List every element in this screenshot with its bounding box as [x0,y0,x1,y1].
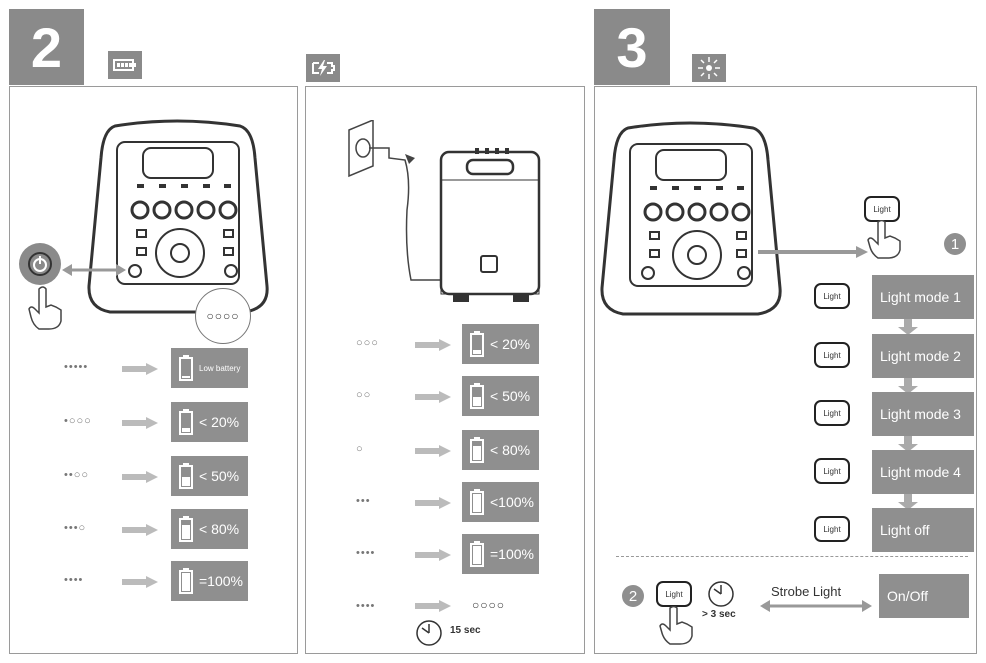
timer-icon-2 [708,581,734,607]
step-3-number: 3 [594,9,670,85]
charge-level-label: =100% [490,546,534,562]
charge-level-label: < 80% [490,442,531,458]
hand-pointer-icon-3 [659,606,693,645]
charge-row-dots: •••• [356,547,376,559]
battery-row-dots: •••○ [64,522,87,534]
charge-row-dots: ○○ [356,389,372,401]
step-1-badge: 1 [944,233,966,255]
onoff-box: On/Off [879,574,969,618]
timer-label: 15 sec [450,625,481,636]
down-arrow-icon [898,436,918,457]
step-2-number: 2 [9,9,84,85]
charge-level-label: <100% [490,494,534,510]
timer-icon [416,620,442,646]
light-button-mode[interactable]: Light [814,458,850,484]
arrow-right-icon [415,339,451,351]
battery-row-dots: •••• [64,574,84,586]
hand-pointer-icon-2 [867,220,901,259]
down-arrow-icon [898,494,918,515]
arrow-right-icon [415,497,451,509]
arrow-right-icon [415,445,451,457]
charging-illustration [348,120,541,302]
battery-level-box: < 20% [171,402,248,442]
down-arrow-icon [898,319,918,340]
charge-level-box: =100% [462,534,539,574]
arrow-right-icon [122,471,158,483]
charge-final-dots-right: ○○○○ [472,598,505,612]
charge-level-box: < 20% [462,324,539,364]
pointer-arrow-icon [758,246,868,258]
battery-level-box: =100% [171,561,248,601]
battery-level-box: < 80% [171,509,248,549]
battery-row-dots: ••○○ [64,469,89,481]
charge-level-label: < 50% [490,388,531,404]
arrow-right-icon [122,524,158,536]
battery-level-label: < 20% [199,414,240,430]
battery-level-box: Low battery [171,348,248,388]
charge-level-box: <100% [462,482,539,522]
battery-level-label: =100% [199,573,243,589]
arrow-right-icon [415,391,451,403]
arrow-right-icon [415,549,451,561]
battery-row-dots: •○○○ [64,415,92,427]
battery-level-label: Low battery [199,363,241,373]
power-icon[interactable] [19,243,61,285]
speaker-front-illustration-2 [600,121,782,316]
battery-level-label: < 50% [199,468,240,484]
strobe-label: Strobe Light [771,584,842,599]
light-button-mode[interactable]: Light [814,516,850,542]
charge-final-dots-left: •••• [356,600,376,612]
hand-pointer-icon [28,286,62,330]
double-arrow-icon [62,264,126,276]
arrow-right-icon [415,600,451,612]
light-button-strobe[interactable]: Light [656,581,692,607]
arrow-right-icon [122,363,158,375]
light-button-mode[interactable]: Light [814,342,850,368]
light-mode-box: Light mode 3 [872,392,974,436]
light-icon [692,54,726,82]
arrow-right-icon [122,417,158,429]
led-zoom-bubble: ○○○○ [195,288,251,344]
double-arrow-icon-2 [760,600,872,612]
charge-row-dots: ○○○ [356,337,379,349]
divider-dashed [616,556,968,557]
battery-level-box: < 50% [171,456,248,496]
step-2-badge: 2 [622,585,644,607]
light-button-top[interactable]: Light [864,196,900,222]
battery-level-label: < 80% [199,521,240,537]
charge-row-dots: ○ [356,443,364,455]
light-button-mode[interactable]: Light [814,400,850,426]
hold-label: > 3 sec [702,609,736,620]
light-mode-box: Light mode 1 [872,275,974,319]
charge-row-dots: ••• [356,495,371,507]
charge-level-label: < 20% [490,336,531,352]
light-mode-box: Light mode 2 [872,334,974,378]
down-arrow-icon [898,378,918,399]
light-button-mode[interactable]: Light [814,283,850,309]
battery-row-dots: ••••• [64,361,89,373]
light-mode-box: Light off [872,508,974,552]
charge-level-box: < 50% [462,376,539,416]
charge-level-box: < 80% [462,430,539,470]
light-mode-box: Light mode 4 [872,450,974,494]
charging-battery-icon [306,54,340,82]
battery-icon [108,51,142,79]
arrow-right-icon [122,576,158,588]
speaker-front-illustration [87,119,269,314]
